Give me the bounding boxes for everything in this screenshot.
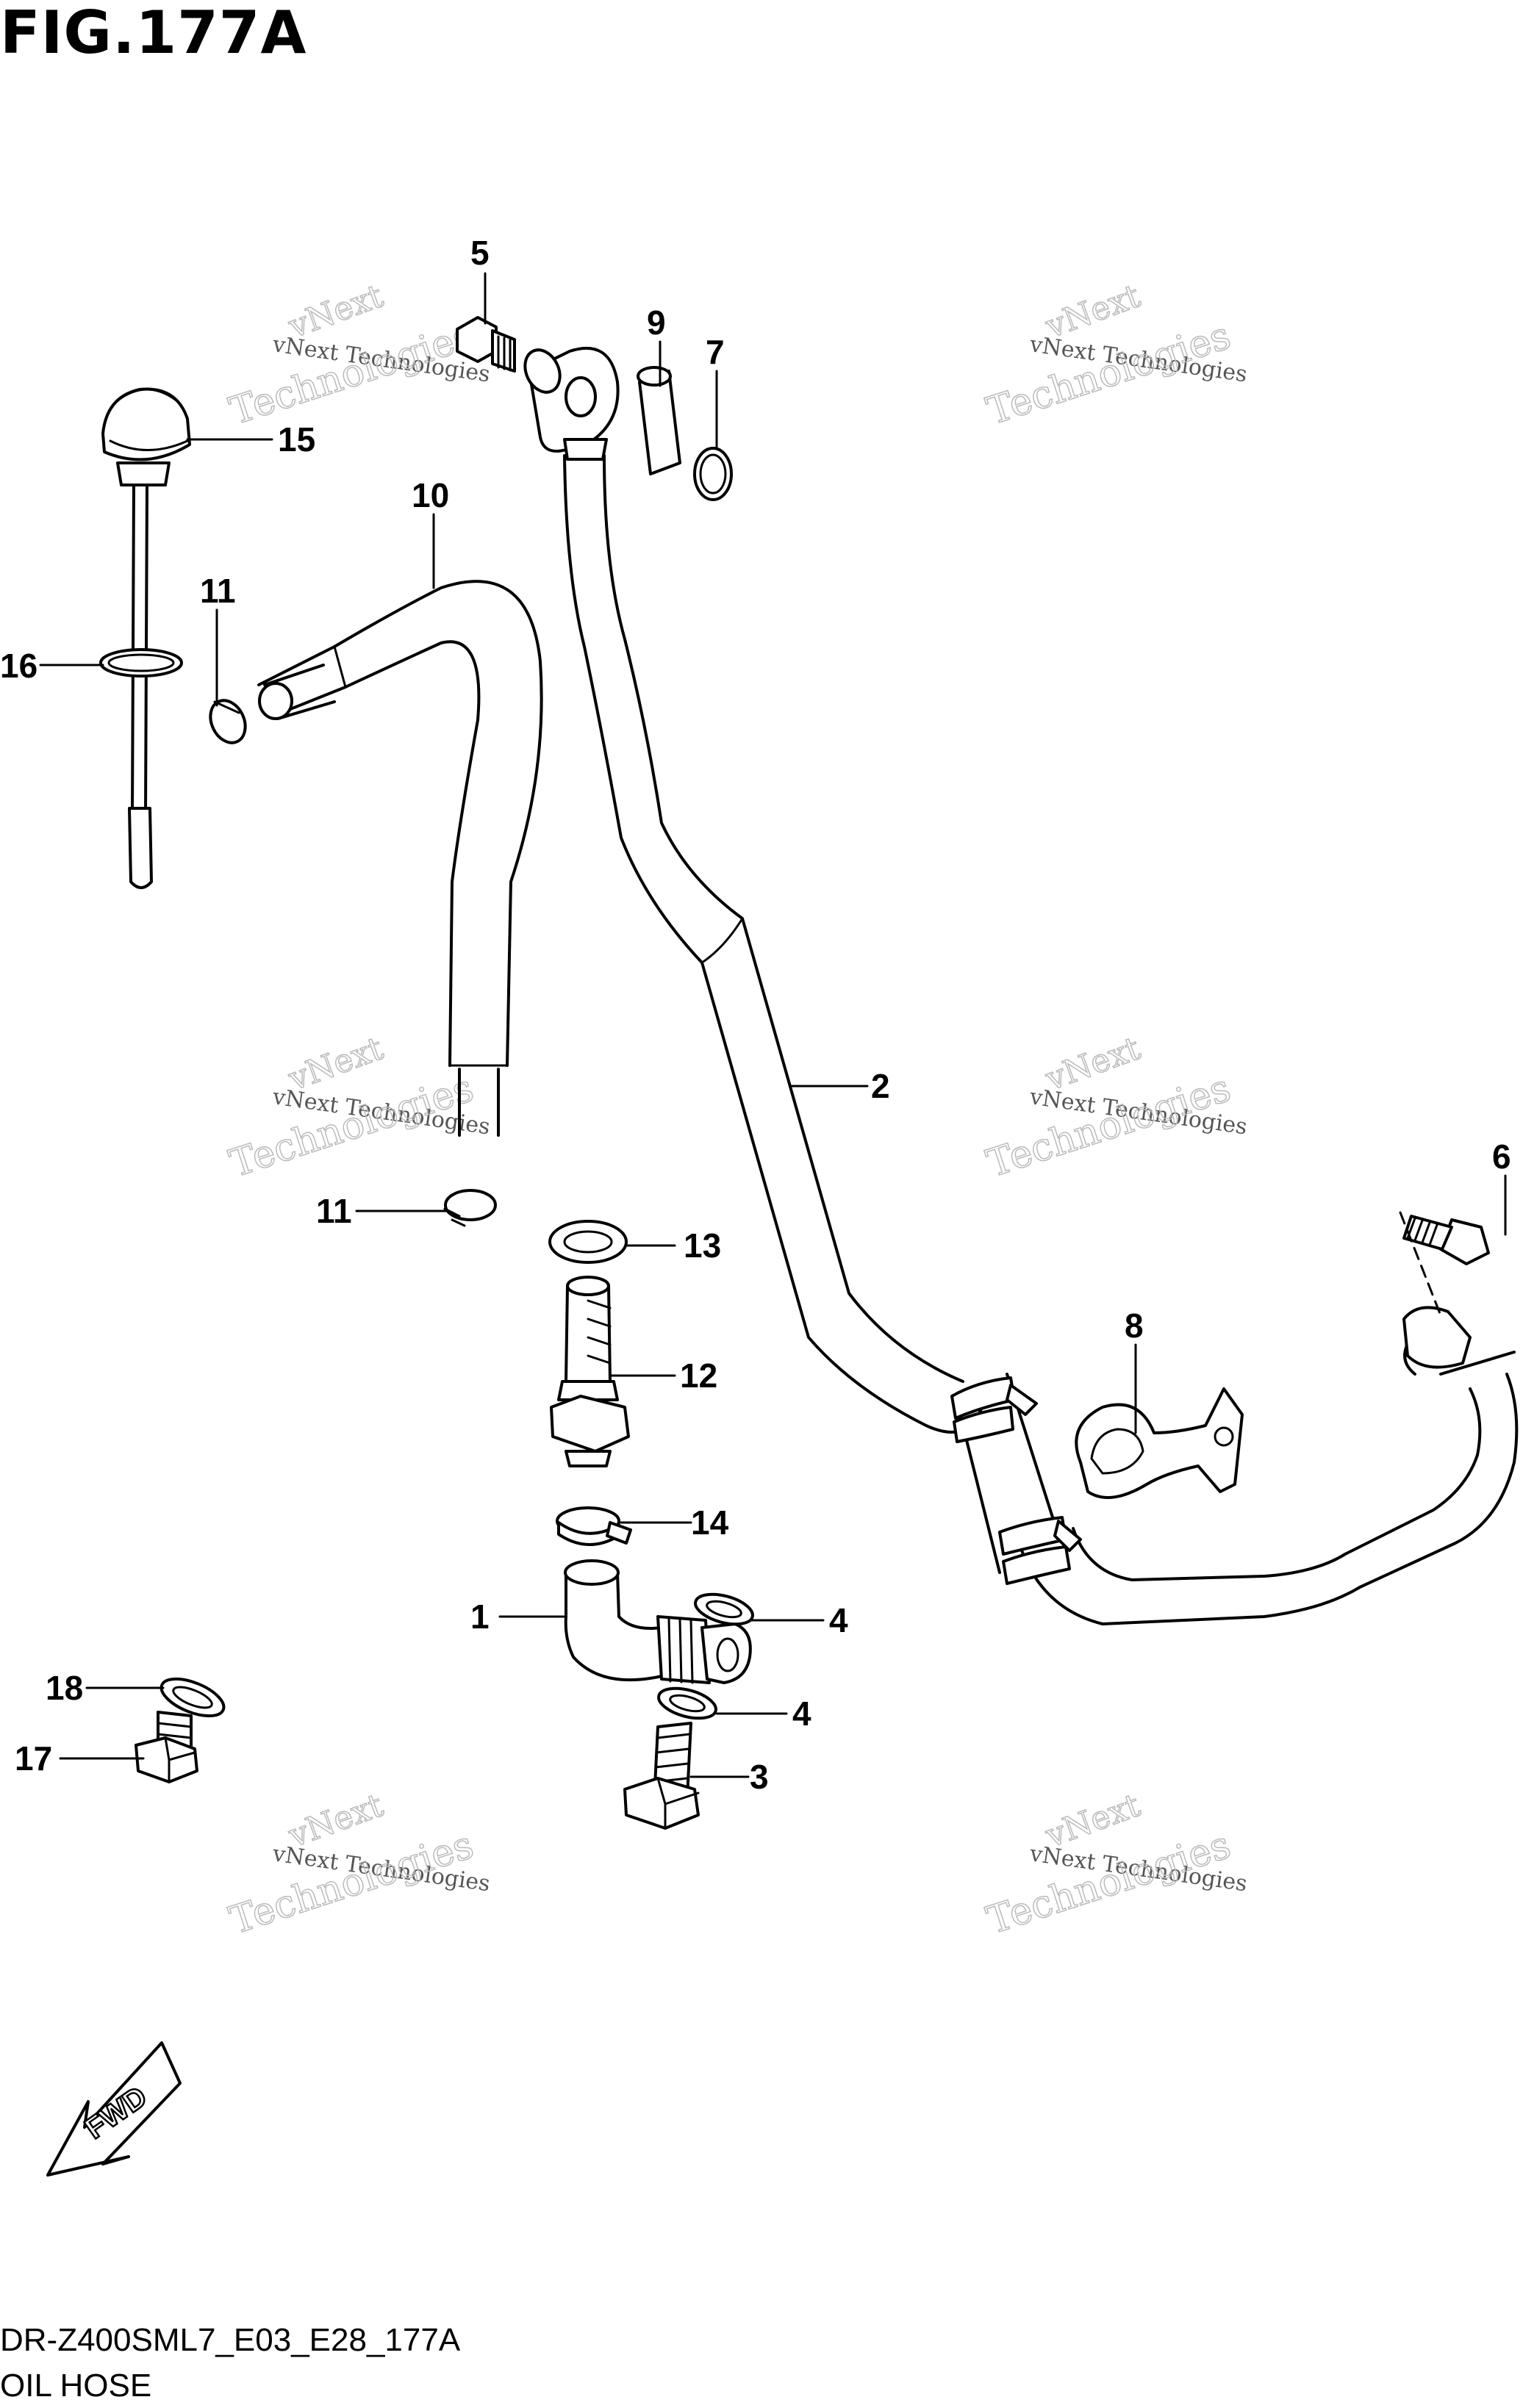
callout-13: 13: [684, 1226, 721, 1265]
part-11-clip-upper: [209, 699, 247, 744]
part-12-union-bolt: [550, 1276, 630, 1467]
watermark-text: vNext: [283, 1029, 388, 1098]
callout-17: 17: [15, 1739, 52, 1778]
callout-10: 10: [412, 476, 449, 514]
watermark-top-left: vNext Technologies vNext Technologies: [224, 276, 492, 434]
callout-12: 12: [680, 1356, 717, 1395]
watermark-text: vNext: [1040, 1786, 1145, 1855]
callout-3: 3: [750, 1758, 769, 1796]
callout-18: 18: [46, 1669, 83, 1707]
callout-11-upper: 11: [200, 572, 236, 610]
part-5-bolt: [456, 316, 516, 373]
part-7-o-ring: [693, 447, 733, 501]
watermark-bottom-left: vNext Technologies vNext Technologies: [224, 1786, 492, 1944]
fwd-arrow: FWD: [46, 2041, 182, 2177]
callout-16: 16: [0, 647, 37, 685]
leader-lines: [39, 272, 1507, 1778]
callout-14: 14: [691, 1503, 729, 1542]
part-10-breather-hose: [257, 580, 543, 1137]
part-15-oil-filler-cap: [101, 387, 191, 889]
hose-clamp-upper: [950, 1376, 1038, 1443]
part-13-washer: [548, 1220, 628, 1264]
callout-numbers: 5 9 7 15 10 11 16 2 6 8 11 13 12 14 1 4 …: [0, 234, 1511, 1796]
figure-description: OIL HOSE: [0, 2368, 152, 2404]
callout-9: 9: [647, 303, 666, 342]
part-3-banjo-bolt: [623, 1722, 700, 1830]
watermark-group: vNext Technologies vNext Technologies vN…: [224, 276, 1249, 1944]
figure-code: DR-Z400SML7_E03_E28_177A: [0, 2322, 461, 2358]
hose-clamp-lower: [998, 1516, 1082, 1585]
part-1-elbow-hose: [564, 1559, 752, 1684]
callout-6: 6: [1492, 1137, 1511, 1176]
callout-15: 15: [278, 420, 315, 459]
part-2-oil-hose: [563, 454, 1519, 1625]
callout-8: 8: [1125, 1307, 1144, 1345]
watermark-text: vNext: [1040, 1029, 1145, 1098]
watermark-mid-left: vNext Technologies vNext Technologies: [224, 1029, 492, 1187]
part-6-bolt: [1399, 1211, 1490, 1317]
watermark-mid-right: vNext Technologies vNext Technologies: [981, 1029, 1249, 1187]
watermark-text: vNext: [1040, 277, 1145, 345]
watermark-bottom-right: vNext Technologies vNext Technologies: [981, 1786, 1249, 1944]
callout-7: 7: [706, 333, 725, 371]
part-18-gasket: [160, 1677, 226, 1718]
callout-5: 5: [470, 234, 490, 272]
callout-4-upper: 4: [829, 1601, 848, 1639]
watermark-top-right: vNext Technologies vNext Technologies: [981, 276, 1249, 434]
callout-1: 1: [470, 1597, 490, 1636]
callout-4-lower: 4: [792, 1694, 811, 1733]
part-4-washer-lower: [657, 1686, 717, 1720]
part-14-hose-clamp: [556, 1506, 632, 1546]
watermark-text: vNext: [283, 277, 388, 345]
banjo-fitting-top: [523, 346, 620, 461]
callout-2: 2: [871, 1067, 890, 1105]
watermark-text: vNext: [283, 1786, 388, 1855]
figure-title: FIG.177A: [0, 0, 307, 67]
part-16-o-ring: [99, 648, 183, 678]
part-11-clip-lower: [443, 1189, 497, 1227]
part-4-washer-upper: [694, 1592, 754, 1626]
part-17-drain-bolt: [135, 1711, 198, 1783]
callout-11-lower: 11: [316, 1192, 352, 1230]
part-8-bracket: [1075, 1387, 1244, 1499]
